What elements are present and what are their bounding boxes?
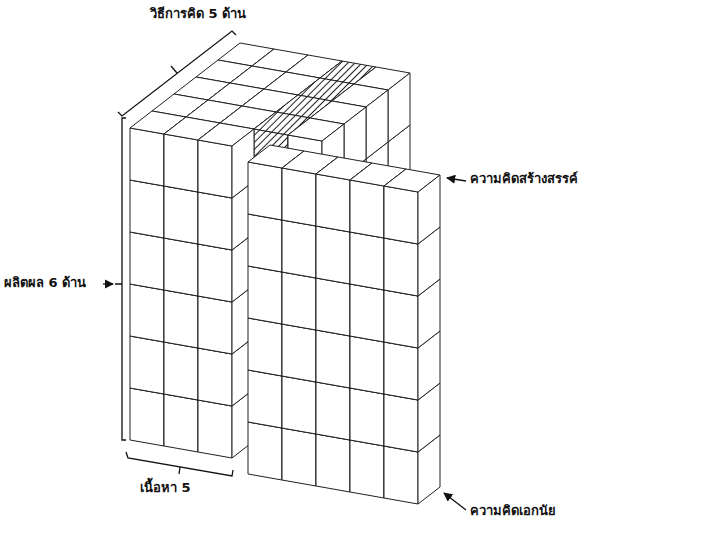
cube-face	[130, 336, 164, 394]
cube-face	[198, 400, 232, 458]
cube-face	[248, 422, 282, 480]
cube-face	[384, 342, 418, 400]
cube-face	[366, 90, 388, 159]
cube-face	[130, 128, 164, 186]
leader-arrow	[444, 493, 466, 510]
cube-face	[282, 376, 316, 434]
cube-face	[384, 394, 418, 452]
cube-face	[248, 214, 282, 272]
cube-face	[316, 174, 350, 232]
bracket	[115, 118, 126, 440]
cube-face	[384, 186, 418, 244]
cube-face	[316, 382, 350, 440]
cube-face	[316, 330, 350, 388]
cube-face	[282, 168, 316, 226]
cube-face	[248, 318, 282, 376]
cube-face	[350, 180, 384, 238]
cube-face	[384, 290, 418, 348]
cube-face	[316, 226, 350, 284]
cube-face	[130, 388, 164, 446]
cube-face	[384, 238, 418, 296]
cube-face	[164, 134, 198, 192]
leader-arrow	[103, 283, 113, 284]
cube-face	[350, 336, 384, 394]
cube-face	[198, 140, 232, 198]
cube-face	[316, 278, 350, 336]
leader-arrow	[447, 178, 466, 181]
axis-label: ความคิดสร้างสรรค์	[470, 171, 578, 188]
axis-label: ผลิตผล 6 ด้าน	[4, 275, 86, 292]
bracket	[126, 452, 233, 476]
bracket	[118, 31, 236, 116]
cube-face	[282, 324, 316, 382]
cube-face	[350, 284, 384, 342]
cube-face	[164, 186, 198, 244]
cube-face	[164, 290, 198, 348]
axis-label: เนื้อหา 5	[140, 480, 191, 497]
cube-face	[130, 180, 164, 238]
cube-face	[164, 394, 198, 452]
cube-blocks	[130, 43, 440, 504]
cube-face	[316, 434, 350, 492]
cube-face	[198, 244, 232, 302]
cube-face	[282, 272, 316, 330]
cube-face	[164, 342, 198, 400]
cube-face	[388, 73, 410, 142]
cube-face	[248, 162, 282, 220]
cube-face	[164, 238, 198, 296]
cube-face	[350, 440, 384, 498]
cube-face	[350, 388, 384, 446]
cube-face	[248, 266, 282, 324]
cube-face	[282, 428, 316, 486]
cube-face	[130, 284, 164, 342]
cube-face	[198, 296, 232, 354]
cube-face	[248, 370, 282, 428]
cube-face	[198, 348, 232, 406]
cube-face	[418, 175, 440, 244]
axis-label: วิธีการคิด 5 ด้าน	[150, 6, 246, 23]
cube-face	[350, 232, 384, 290]
cube-face	[384, 446, 418, 504]
cube-face	[282, 220, 316, 278]
cube-face	[198, 192, 232, 250]
axis-label: ความคิดเอกนัย	[470, 503, 556, 520]
cube-face	[130, 232, 164, 290]
